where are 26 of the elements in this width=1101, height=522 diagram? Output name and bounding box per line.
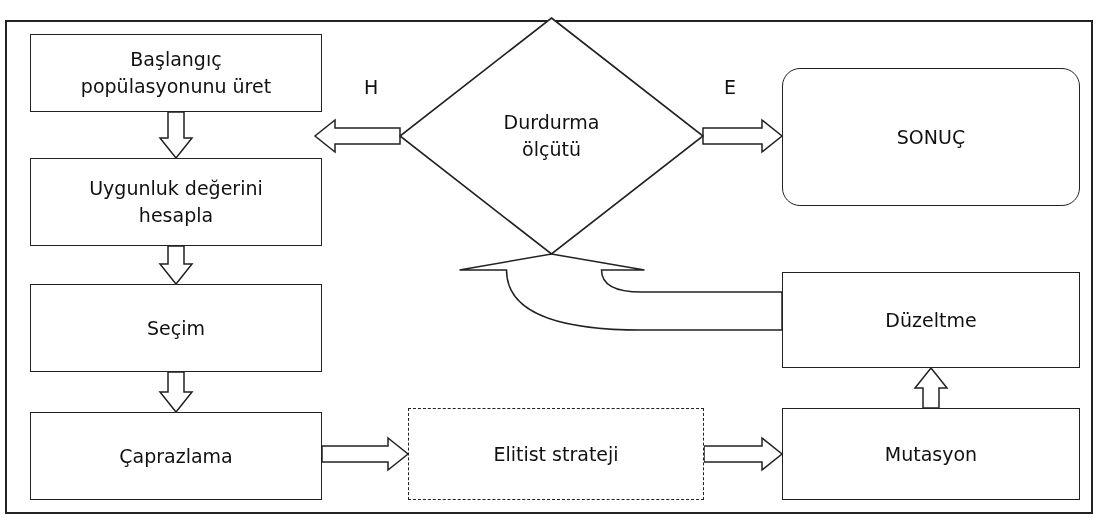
block-arrow: [158, 371, 194, 414]
process-box: [30, 412, 322, 500]
node-label: Mutasyon: [884, 441, 978, 467]
node-label: Durdurma ölçütü: [502, 110, 601, 162]
block-arrow: [703, 436, 784, 472]
block-arrow: [321, 436, 410, 472]
process-box: [30, 158, 322, 246]
terminal-box: [782, 68, 1080, 206]
process-box: [782, 408, 1080, 500]
node-label: Çaprazlama: [119, 443, 233, 469]
block-arrow: [702, 118, 784, 154]
process-box: [30, 34, 322, 112]
block-arrow: [158, 245, 194, 286]
process-box: [782, 272, 1080, 368]
block-arrow: [158, 111, 194, 160]
block-arrow: [313, 118, 401, 154]
process-box: [30, 284, 322, 372]
node-label: Düzeltme: [885, 307, 977, 333]
node-label: Seçim: [147, 315, 205, 341]
node-label: SONUÇ: [896, 124, 966, 150]
process-box: [408, 408, 704, 500]
block-arrow: [458, 253, 783, 331]
block-arrow: [913, 366, 949, 409]
node-label: Elitist strateji: [493, 441, 619, 467]
node-label: Başlangıç popülasyonunu üret: [79, 47, 273, 99]
node-label: Uygunluk değerini hesapla: [88, 176, 264, 228]
